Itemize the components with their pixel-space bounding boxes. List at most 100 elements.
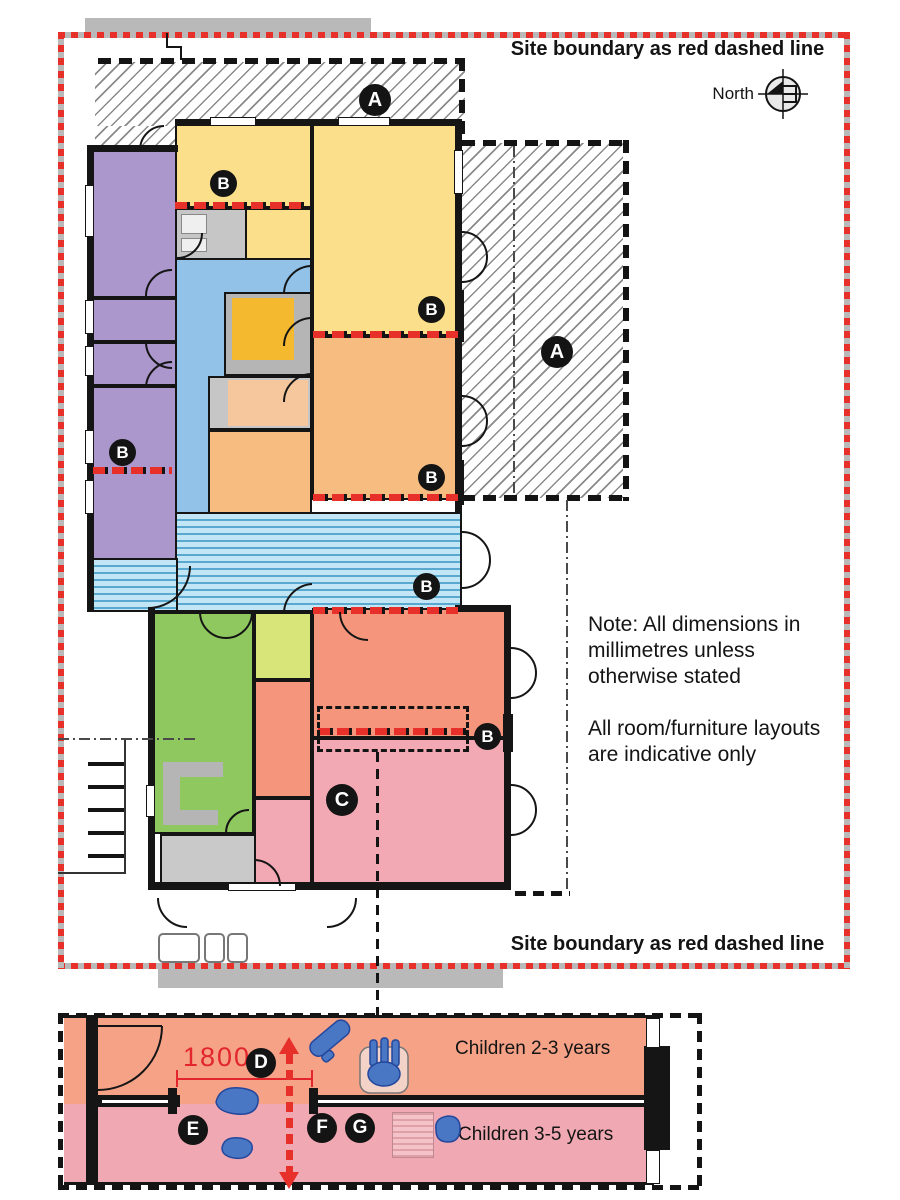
marker-b-6: B bbox=[474, 723, 501, 750]
notes-block: Note: All dimensions in millimetres unle… bbox=[588, 612, 850, 768]
dimension-value: 1800 bbox=[183, 1042, 252, 1072]
marker-b-4: B bbox=[418, 464, 445, 491]
inset-door-post-right bbox=[309, 1088, 318, 1114]
site-boundary-top bbox=[58, 32, 850, 38]
wall-step-east bbox=[455, 605, 511, 612]
b-line-5 bbox=[313, 607, 458, 614]
site-boundary-left bbox=[58, 32, 64, 969]
window-right-1 bbox=[454, 150, 463, 194]
inset-door-post-left bbox=[168, 1088, 177, 1114]
site-boundary-label-bottom: Site boundary as red dashed line bbox=[510, 933, 825, 955]
window-top-2 bbox=[338, 117, 390, 126]
window-left-3 bbox=[85, 346, 94, 376]
window-left-5 bbox=[85, 480, 94, 514]
room-orange-small bbox=[208, 430, 312, 520]
marker-a-2: A bbox=[541, 336, 573, 368]
inset-window-top bbox=[646, 1018, 660, 1048]
curtilage-dashdot-v bbox=[566, 500, 568, 893]
room-purple-3 bbox=[92, 342, 180, 386]
room-purple-2 bbox=[92, 298, 180, 342]
clearance-arrow-shaft bbox=[286, 1054, 293, 1174]
parking-bay-line bbox=[88, 854, 124, 858]
room-bathroom-2-inner bbox=[228, 380, 308, 426]
site-boundary-label-top: Site boundary as red dashed line bbox=[510, 38, 825, 60]
parking-bay-line bbox=[88, 762, 124, 766]
clearance-arrow-down bbox=[279, 1172, 299, 1189]
room-pink-column bbox=[254, 798, 312, 886]
marker-e: E bbox=[178, 1115, 208, 1145]
window-top-1 bbox=[210, 117, 256, 126]
footpath-edge-h bbox=[58, 872, 126, 874]
compass-needle bbox=[767, 81, 783, 94]
b-line-4 bbox=[313, 494, 458, 501]
note-layouts: All room/furniture layouts are indicativ… bbox=[588, 717, 821, 766]
area-a-dashed-top bbox=[98, 58, 465, 64]
window-left-6 bbox=[146, 785, 155, 817]
marker-b-2: B bbox=[418, 296, 445, 323]
door-arc bbox=[510, 672, 537, 699]
parking-bay-line bbox=[88, 808, 124, 812]
dimension-line bbox=[177, 1078, 313, 1080]
area-a-dashed-link bbox=[459, 58, 465, 146]
inset-border-bottom bbox=[58, 1185, 702, 1190]
room-lime bbox=[254, 612, 312, 680]
door-arc bbox=[510, 784, 537, 811]
bathroom-fixture bbox=[181, 238, 207, 252]
parking-bay-line bbox=[88, 785, 124, 789]
inset-room-2-3 bbox=[64, 1018, 654, 1104]
parking-bay-line bbox=[88, 831, 124, 835]
corridor-striped-west bbox=[90, 558, 178, 612]
wall-left bbox=[87, 145, 94, 612]
wall-right-pier-3 bbox=[503, 714, 513, 752]
door-arc bbox=[326, 897, 357, 928]
green-room-furniture bbox=[163, 762, 180, 825]
inset-label-2-3: Children 2-3 years bbox=[455, 1038, 611, 1059]
hatched-area-top bbox=[95, 62, 465, 126]
dimension-tick-left bbox=[176, 1070, 178, 1087]
inset-wall-top bbox=[64, 1015, 654, 1018]
compass-detail bbox=[783, 85, 797, 103]
door-arc bbox=[510, 647, 537, 674]
b-line-1 bbox=[175, 202, 308, 209]
bathroom-fixture bbox=[181, 214, 207, 234]
wall-left-lower bbox=[148, 608, 155, 890]
b-line-2 bbox=[313, 331, 458, 338]
wall-top bbox=[175, 119, 462, 126]
inset-wall-right bbox=[644, 1046, 670, 1150]
window-left-4 bbox=[85, 430, 94, 464]
marker-b-1: B bbox=[210, 170, 237, 197]
footpath-edge-v bbox=[124, 740, 126, 872]
rug bbox=[392, 1112, 434, 1158]
area-a-inner-dashdot bbox=[513, 146, 515, 495]
marker-f: F bbox=[307, 1113, 337, 1143]
marker-d: D bbox=[246, 1048, 276, 1078]
inset-label-3-5: Children 3-5 years bbox=[458, 1124, 614, 1145]
b-line-3 bbox=[93, 467, 172, 474]
pavement-strip-top bbox=[85, 18, 371, 33]
pavement-strip-bottom bbox=[158, 969, 503, 988]
inset-border-left bbox=[58, 1013, 63, 1190]
door-arc bbox=[461, 559, 491, 589]
area-a-right-dashed-right bbox=[623, 140, 629, 501]
north-compass-icon bbox=[758, 69, 808, 119]
wall-right-pier-2 bbox=[455, 460, 464, 505]
room-salmon-column bbox=[254, 680, 312, 798]
window-left-2 bbox=[85, 300, 94, 334]
clearance-arrow-up bbox=[279, 1037, 299, 1054]
marker-g: G bbox=[345, 1113, 375, 1143]
inset-window-bottom bbox=[646, 1150, 660, 1184]
planter bbox=[158, 933, 200, 963]
inset-border-right bbox=[697, 1013, 702, 1190]
wall-bottom bbox=[148, 882, 511, 890]
room-gold bbox=[232, 298, 294, 360]
green-room-furniture bbox=[163, 810, 218, 825]
marker-b-3: B bbox=[109, 439, 136, 466]
compass-circle bbox=[765, 76, 801, 112]
room-lobby bbox=[160, 834, 256, 888]
inset-wall-left bbox=[86, 1015, 98, 1185]
window-left-1 bbox=[85, 185, 94, 237]
window-bottom-1 bbox=[228, 883, 296, 891]
note-dimensions: Note: All dimensions in millimetres unle… bbox=[588, 613, 801, 688]
wall-right-pier-1 bbox=[455, 290, 464, 342]
